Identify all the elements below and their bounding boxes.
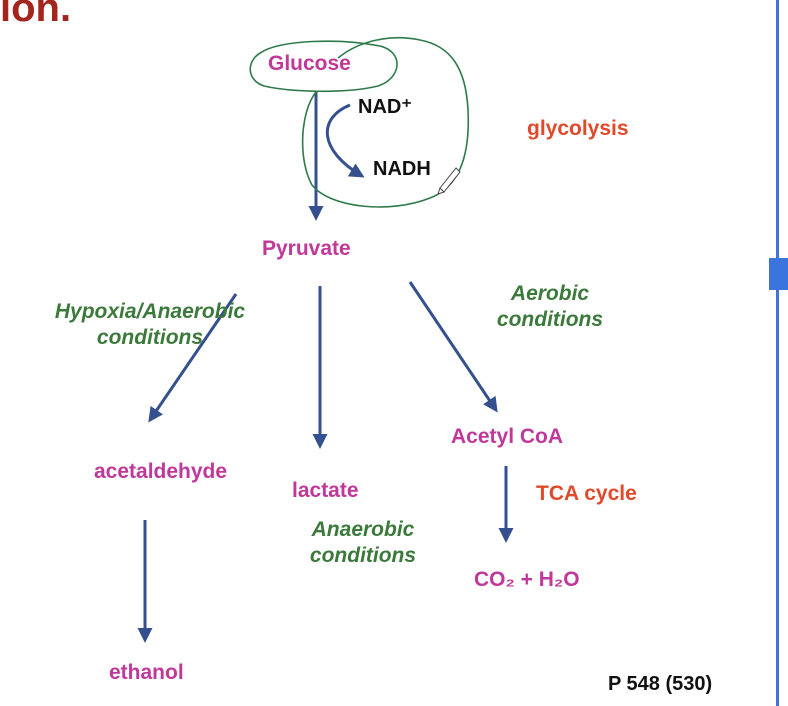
- metabolite-acetyl-coa: Acetyl CoA: [451, 425, 564, 448]
- window-edge-bar: [776, 0, 779, 706]
- arrow-nad-nadh: [325, 103, 365, 178]
- process-tca-cycle: TCA cycle: [536, 482, 637, 505]
- condition-hypoxia-line2: conditions: [96, 326, 204, 350]
- cofactor-nad: NAD⁺: [358, 96, 412, 118]
- arrow-pyruvate-acetylcoa: [408, 281, 498, 413]
- metabolite-co2-h2o: CO₂ + H₂O: [474, 568, 580, 591]
- condition-aerobic: Aerobic conditions: [478, 281, 622, 334]
- condition-hypoxia: Hypoxia/Anaerobic conditions: [30, 299, 270, 352]
- condition-anaerobic-line1: Anaerobic: [311, 518, 415, 541]
- scroll-handle[interactable]: [769, 258, 788, 290]
- metabolite-pyruvate: Pyruvate: [262, 237, 351, 260]
- process-glycolysis: glycolysis: [527, 117, 629, 140]
- metabolite-glucose: Glucose: [268, 52, 351, 75]
- arrow-pyruvate-acetaldehyde: [148, 293, 238, 423]
- condition-anaerobic: Anaerobic conditions: [290, 517, 436, 570]
- condition-aerobic-line2: conditions: [496, 308, 604, 332]
- condition-aerobic-line1: Aerobic: [510, 282, 590, 305]
- page-reference: P 548 (530): [608, 673, 713, 695]
- metabolite-acetaldehyde: acetaldehyde: [94, 460, 228, 483]
- metabolite-ethanol: ethanol: [109, 661, 184, 684]
- cofactor-nadh: NADH: [373, 158, 431, 180]
- metabolite-lactate: lactate: [292, 479, 359, 502]
- condition-anaerobic-line2: conditions: [309, 544, 417, 568]
- handwritten-glucose-circle: [249, 40, 398, 93]
- condition-hypoxia-line1: Hypoxia/Anaerobic: [54, 300, 246, 323]
- slide-title-fragment: ion.: [0, 0, 72, 30]
- pencil-cursor-icon: [437, 167, 461, 195]
